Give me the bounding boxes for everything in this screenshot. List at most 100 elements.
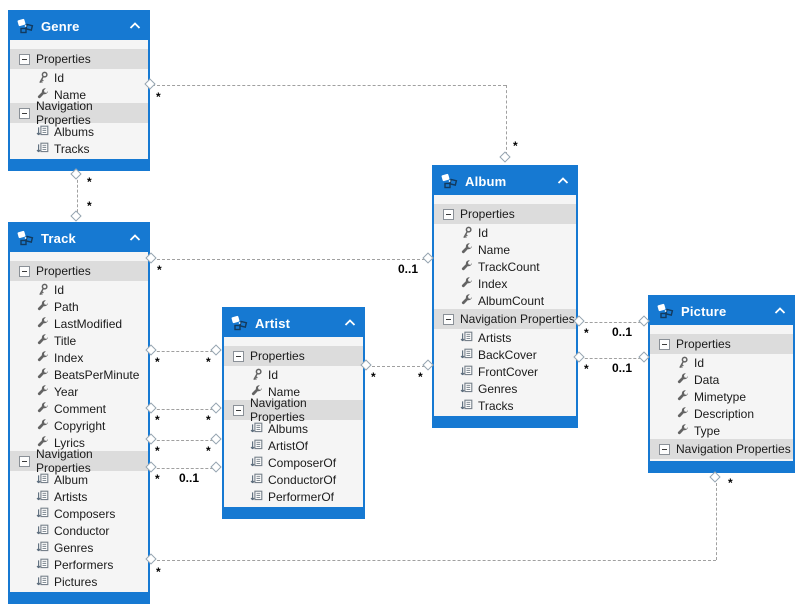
property-row[interactable]: Mimetype — [650, 388, 793, 405]
property-row[interactable]: Name — [224, 383, 363, 400]
navigation-row[interactable]: Pictures — [10, 573, 148, 590]
property-row[interactable]: LastModified — [10, 315, 148, 332]
property-row[interactable]: Comment — [10, 400, 148, 417]
navigation-row[interactable]: Album — [10, 471, 148, 488]
diamond-endpoint[interactable] — [210, 402, 222, 414]
navigation-row[interactable]: FrontCover — [434, 363, 576, 380]
entity-header[interactable]: Artist — [224, 309, 363, 337]
association-track-picture-line[interactable] — [716, 478, 717, 560]
property-row[interactable]: AlbumCount — [434, 292, 576, 309]
properties-section-header[interactable]: Properties — [10, 261, 148, 281]
navigation-row[interactable]: Genres — [434, 380, 576, 397]
property-row[interactable]: Lyrics — [10, 434, 148, 451]
navigation-row[interactable]: ConductorOf — [224, 471, 363, 488]
entity-genre[interactable]: Genre Properties Id Name Navigation Prop… — [8, 10, 150, 171]
diamond-endpoint[interactable] — [70, 210, 82, 222]
association-track-artist-line[interactable] — [152, 351, 218, 352]
association-track-artist-line[interactable] — [152, 440, 218, 441]
property-row[interactable]: Description — [650, 405, 793, 422]
property-row[interactable]: Id — [10, 281, 148, 298]
navigation-row[interactable]: Composers — [10, 505, 148, 522]
navigation-row[interactable]: Tracks — [434, 397, 576, 414]
navigation-row[interactable]: Artists — [10, 488, 148, 505]
navigation-row[interactable]: Albums — [10, 123, 148, 140]
navigation-row[interactable]: Artists — [434, 329, 576, 346]
chevron-up-icon[interactable] — [344, 319, 356, 327]
navigation-row[interactable]: Genres — [10, 539, 148, 556]
chevron-up-icon[interactable] — [129, 22, 141, 30]
property-row[interactable]: Id — [650, 354, 793, 371]
association-genre-track-line[interactable] — [77, 175, 78, 217]
navigation-section-header[interactable]: Navigation Properties — [10, 99, 148, 127]
property-row[interactable]: BeatsPerMinute — [10, 366, 148, 383]
minus-box-icon[interactable] — [19, 265, 30, 277]
navigation-row[interactable]: Albums — [224, 420, 363, 437]
diamond-endpoint[interactable] — [499, 151, 511, 163]
association-track-artist-line[interactable] — [152, 468, 218, 469]
navigation-row[interactable]: Conductor — [10, 522, 148, 539]
property-row[interactable]: Id — [10, 69, 148, 86]
minus-box-icon[interactable] — [19, 107, 30, 119]
chevron-up-icon[interactable] — [774, 307, 786, 315]
properties-section-header[interactable]: Properties — [650, 334, 793, 354]
association-genre-album-line[interactable] — [152, 85, 506, 86]
diamond-endpoint[interactable] — [210, 433, 222, 445]
nav-property-icon — [250, 456, 263, 469]
minus-box-icon[interactable] — [443, 208, 454, 220]
association-artist-album-line[interactable] — [367, 366, 430, 367]
navigation-section-header[interactable]: Navigation Properties — [434, 309, 576, 329]
property-row[interactable]: Name — [434, 241, 576, 258]
minus-box-icon[interactable] — [659, 443, 670, 455]
navigation-row[interactable]: ComposerOf — [224, 454, 363, 471]
properties-section-header[interactable]: Properties — [434, 204, 576, 224]
navigation-row[interactable]: BackCover — [434, 346, 576, 363]
association-track-artist-line[interactable] — [152, 409, 218, 410]
properties-section-header[interactable]: Properties — [224, 346, 363, 366]
chevron-up-icon[interactable] — [129, 234, 141, 242]
properties-section-header[interactable]: Properties — [10, 49, 148, 69]
property-row[interactable]: Type — [650, 422, 793, 439]
association-genre-album-line[interactable] — [506, 85, 507, 155]
property-row[interactable]: Index — [434, 275, 576, 292]
minus-box-icon[interactable] — [19, 53, 30, 65]
property-row[interactable]: Data — [650, 371, 793, 388]
navigation-section-header[interactable]: Navigation Properties — [10, 447, 148, 475]
entity-header[interactable]: Album — [434, 167, 576, 195]
entity-track[interactable]: Track Properties Id Path LastModified Ti… — [8, 222, 150, 604]
minus-box-icon[interactable] — [233, 350, 244, 362]
navigation-section-header[interactable]: Navigation Properties — [650, 439, 793, 459]
entity-header[interactable]: Track — [10, 224, 148, 252]
navigation-row[interactable]: ArtistOf — [224, 437, 363, 454]
diamond-endpoint[interactable] — [210, 344, 222, 356]
entity-album[interactable]: Album Properties Id Name TrackCount Inde… — [432, 165, 578, 428]
property-row[interactable]: Name — [10, 86, 148, 103]
property-row[interactable]: Copyright — [10, 417, 148, 434]
property-row[interactable]: Id — [224, 366, 363, 383]
property-row[interactable]: Title — [10, 332, 148, 349]
association-track-picture-line[interactable] — [152, 560, 716, 561]
entity-artist[interactable]: Artist Properties Id Name Navigation Pro… — [222, 307, 365, 519]
diamond-endpoint[interactable] — [210, 461, 222, 473]
chevron-up-icon[interactable] — [557, 177, 569, 185]
navigation-row[interactable]: Performers — [10, 556, 148, 573]
navigation-row[interactable]: Tracks — [10, 140, 148, 157]
navigation-section-header[interactable]: Navigation Properties — [224, 396, 363, 424]
entity-header[interactable]: Picture — [650, 297, 793, 325]
minus-box-icon[interactable] — [233, 404, 244, 416]
property-row[interactable]: Id — [434, 224, 576, 241]
navigation-row[interactable]: PerformerOf — [224, 488, 363, 505]
association-album-picture-line[interactable] — [580, 322, 646, 323]
property-row[interactable]: TrackCount — [434, 258, 576, 275]
minus-box-icon[interactable] — [659, 338, 670, 350]
property-row[interactable]: Year — [10, 383, 148, 400]
diamond-endpoint[interactable] — [709, 471, 721, 483]
association-track-album-line[interactable] — [152, 259, 430, 260]
minus-box-icon[interactable] — [443, 313, 454, 325]
entity-header[interactable]: Genre — [10, 12, 148, 40]
entity-picture[interactable]: Picture Properties Id Data Mimetype Desc… — [648, 295, 795, 473]
property-row[interactable]: Index — [10, 349, 148, 366]
minus-box-icon[interactable] — [19, 455, 30, 467]
association-album-picture-line[interactable] — [580, 358, 646, 359]
property-row[interactable]: Path — [10, 298, 148, 315]
